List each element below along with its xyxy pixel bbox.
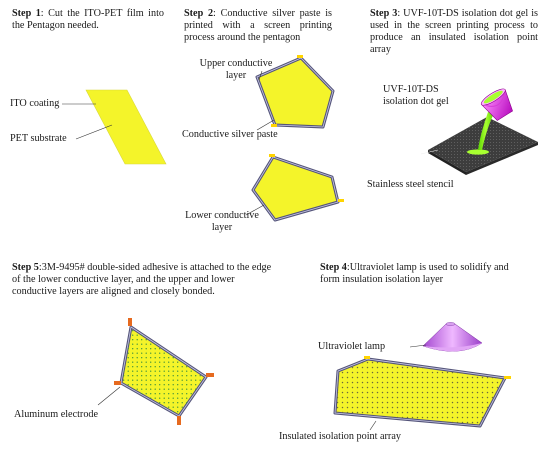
gel-puddle bbox=[467, 149, 489, 155]
pet-substrate-label: PET substrate bbox=[10, 133, 67, 144]
gel-label-line-1: UVF-10T-DS bbox=[383, 84, 439, 95]
step-5-body: :3M-9495# double-sided adhesive is attac… bbox=[12, 262, 272, 297]
ito-pet-film bbox=[62, 89, 167, 165]
bonded-pentagon bbox=[97, 318, 214, 425]
stencil-leader bbox=[420, 149, 439, 155]
electrode-label: Aluminum electrode bbox=[14, 409, 99, 420]
step-5-number: Step 5 bbox=[12, 262, 39, 273]
lower-layer-leader bbox=[245, 204, 265, 216]
ito-coating-label: ITO coating bbox=[10, 98, 60, 109]
pet-substrate-leader bbox=[75, 124, 113, 140]
aluminum-electrode bbox=[114, 381, 121, 385]
connector-tab bbox=[271, 124, 277, 127]
silver-paste-leader bbox=[256, 119, 275, 131]
stencil-with-gel bbox=[420, 112, 538, 175]
gel-bucket bbox=[480, 88, 513, 121]
step-4-text: Step 4:Ultraviolet lamp is used to solid… bbox=[320, 262, 525, 286]
upper-layer-label-line-2: layer bbox=[225, 70, 247, 81]
gel-stream bbox=[478, 112, 494, 150]
upper-conductive-layer-shape bbox=[255, 55, 335, 131]
lower-layer-label-line-2: layer bbox=[211, 222, 233, 233]
aluminum-electrode bbox=[206, 373, 214, 377]
upper-layer-leader bbox=[258, 70, 263, 81]
step-3-body: : UVF-10T-DS isolation dot gel is used i… bbox=[370, 8, 538, 55]
point-array-leader bbox=[369, 420, 377, 431]
lower-conductive-layer-shape bbox=[245, 154, 344, 222]
step-2-text: Step 2: Conductive silver paste is print… bbox=[184, 8, 332, 44]
connector-tab bbox=[269, 154, 275, 157]
step-3-number: Step 3 bbox=[370, 8, 398, 19]
connector-tab bbox=[338, 199, 344, 202]
connector-tab bbox=[297, 55, 303, 58]
step-1-body: : Cut the ITO-PET film into the Pentagon… bbox=[12, 8, 164, 31]
point-array-pentagon bbox=[333, 356, 511, 431]
aluminum-electrode bbox=[128, 318, 132, 326]
step-2-body: : Conductive silver paste is printed wit… bbox=[184, 8, 332, 43]
step-4-number: Step 4 bbox=[320, 262, 347, 273]
stencil-label: Stainless steel stencil bbox=[367, 179, 454, 190]
lower-layer-label-line-1: Lower conductive bbox=[185, 210, 259, 221]
step-4-body: :Ultraviolet lamp is used to solidify an… bbox=[320, 262, 509, 285]
connector-tab bbox=[364, 356, 370, 359]
connector-tab bbox=[504, 376, 511, 379]
point-array-label: Insulated isolation point array bbox=[279, 431, 401, 442]
step-1-text: Step 1: Cut the ITO-PET film into the Pe… bbox=[12, 8, 164, 32]
step-5-text: Step 5:3M-9495# double-sided adhesive is… bbox=[12, 262, 272, 298]
silver-paste-label: Conductive silver paste bbox=[182, 129, 278, 140]
upper-layer-label-line-1: Upper conductive bbox=[199, 58, 273, 69]
step-3-text: Step 3: UVF-10T-DS isolation dot gel is … bbox=[370, 8, 538, 56]
step-2-number: Step 2 bbox=[184, 8, 214, 19]
uv-lamp-shape bbox=[409, 322, 483, 352]
electrode-leader bbox=[97, 386, 121, 406]
gel-label-line-2: isolation dot gel bbox=[383, 96, 449, 107]
step-1-number: Step 1 bbox=[12, 8, 41, 19]
uv-lamp-leader bbox=[409, 344, 427, 348]
aluminum-electrode bbox=[177, 416, 181, 425]
uv-lamp-label: Ultraviolet lamp bbox=[318, 341, 386, 352]
